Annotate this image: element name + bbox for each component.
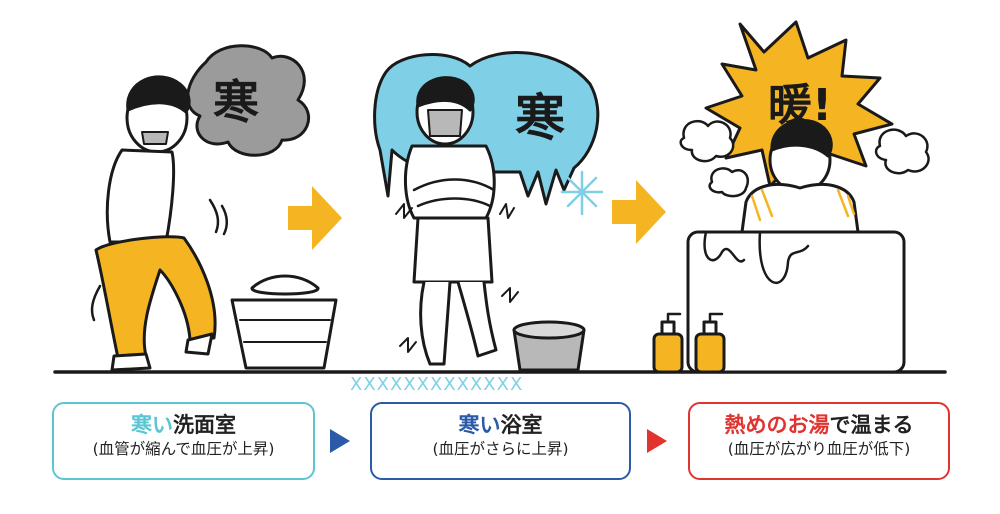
caption-bathtub: 熱めのお湯で温まる (血圧が広がり血圧が低下) bbox=[688, 402, 950, 480]
red-arrow bbox=[647, 429, 667, 453]
caption-accent: 寒い bbox=[131, 413, 173, 437]
caption-rest: で温まる bbox=[829, 413, 914, 437]
bathtub bbox=[686, 230, 906, 374]
caption-accent: 寒い bbox=[458, 413, 501, 437]
caption-title: 寒い浴室 bbox=[372, 413, 629, 437]
legs bbox=[419, 280, 498, 366]
face-cold bbox=[427, 109, 463, 137]
caption-changing-room: 寒い洗面室 (血管が縮んで血圧が上昇) bbox=[52, 402, 315, 480]
pants bbox=[94, 235, 217, 360]
caption-title: 寒い洗面室 bbox=[54, 413, 313, 437]
cold-bubble-text-2: 寒 bbox=[515, 89, 565, 147]
caption-subtitle: (血圧が広がり血圧が低下) bbox=[727, 440, 911, 458]
shoulders bbox=[740, 183, 860, 234]
shampoo-bottles bbox=[652, 312, 726, 374]
caption-rest: 浴室 bbox=[500, 413, 543, 437]
foot-left bbox=[110, 352, 152, 372]
steam-left bbox=[679, 119, 735, 163]
towel bbox=[412, 216, 494, 284]
face-cold bbox=[141, 131, 169, 145]
hair bbox=[126, 75, 191, 114]
steam-left-2 bbox=[708, 167, 749, 198]
hair bbox=[416, 76, 475, 112]
caption-subtitle: (血圧がさらに上昇) bbox=[432, 440, 569, 458]
caption-bathroom: 寒い浴室 (血圧がさらに上昇) bbox=[370, 402, 631, 480]
man-shivering bbox=[395, 76, 519, 366]
foot-right bbox=[184, 332, 214, 356]
sparkle bbox=[560, 170, 604, 216]
arms-body bbox=[403, 144, 496, 220]
caption-accent: 熱めのお湯 bbox=[724, 413, 830, 437]
bath-stool bbox=[512, 320, 586, 372]
man-undressing bbox=[90, 75, 228, 372]
steam-right bbox=[874, 128, 930, 175]
cold-bubble-text-1: 寒 bbox=[213, 75, 259, 129]
man-bathing bbox=[740, 118, 860, 234]
yellow-arrow-2 bbox=[612, 180, 666, 244]
laundry-basket bbox=[230, 274, 338, 370]
hair bbox=[770, 118, 833, 158]
cold-cloud-1 bbox=[186, 44, 310, 157]
caption-subtitle: (血管が縮んで血圧が上昇) bbox=[92, 440, 275, 458]
blue-arrow bbox=[330, 429, 350, 453]
torso-shirt bbox=[105, 148, 176, 244]
cold-floor-marks: XXXXXXXXXXXXX bbox=[350, 374, 523, 395]
caption-title: 熱めのお湯で温まる bbox=[690, 413, 948, 437]
caption-rest: 洗面室 bbox=[173, 413, 236, 437]
yellow-arrow-1 bbox=[288, 186, 342, 250]
